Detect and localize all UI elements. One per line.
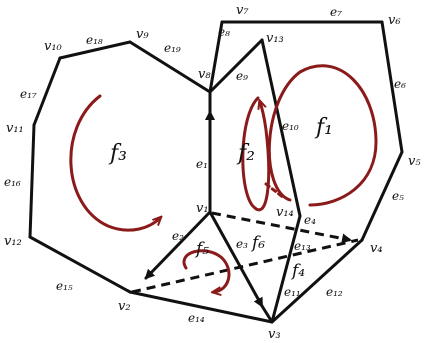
face-label-f3: f₃ [108, 141, 127, 166]
edge-e9 [208, 38, 264, 94]
face-label-f5: f₅ [194, 239, 209, 259]
edge-label-e3: e₃ [236, 237, 248, 251]
edge-e3-stub [260, 304, 274, 324]
edge-e3-arrow [208, 210, 264, 308]
face-label-f2: f₂ [236, 141, 255, 166]
edge-e2-arrow [144, 210, 212, 280]
vertex-label-v8: v₈ [198, 67, 211, 82]
vertex-label-v6: v₆ [388, 13, 401, 28]
edge-label-e12: e₁₂ [326, 285, 343, 299]
edge-label-e4: e₄ [304, 213, 316, 227]
edge-e12 [270, 238, 364, 324]
edge-e5 [360, 150, 404, 242]
edge-e10 [260, 38, 302, 218]
vertex-label-v14: v₁₄ [276, 205, 294, 220]
edge-label-e2: e₂ [172, 229, 184, 243]
vertex-label-v3: v₃ [268, 327, 281, 342]
vertex-label-v12: v₁₂ [4, 234, 22, 249]
edge-e8 [208, 20, 224, 94]
edge-label-e14: e₁₄ [188, 311, 205, 325]
edge-e15 [28, 235, 132, 294]
edge-label-e11: e₁₁ [284, 285, 301, 299]
vertex-label-v10: v₁₀ [44, 39, 63, 54]
face-f3-orientation-arrow [69, 94, 160, 232]
edge-label-e6: e₆ [394, 77, 406, 91]
edge-e18 [58, 40, 132, 60]
edge-label-e13: e₁₃ [294, 239, 311, 253]
edge-e14 [128, 290, 274, 324]
edge-label-e16: e₁₆ [4, 175, 21, 189]
edge-label-e18: e₁₈ [86, 33, 103, 47]
edge-label-e8: e₈ [218, 25, 230, 39]
face-f2-dash-trail [264, 182, 286, 200]
vertex-label-v7: v₇ [236, 3, 249, 18]
vertex-label-v4: v₄ [370, 241, 383, 256]
edge-e13-dashed [131, 238, 359, 294]
edge-label-e19: e₁₉ [164, 41, 181, 55]
edge-e4-dashed [211, 211, 352, 244]
vertex-label-v11: v₁₁ [6, 121, 24, 136]
edge-label-e10: e₁₀ [282, 119, 299, 133]
edge-label-e9: e₉ [236, 69, 248, 83]
vertex-label-v13: v₁₃ [266, 31, 284, 46]
edge-e19 [128, 40, 212, 94]
edge-e17 [32, 56, 62, 127]
edge-e6 [380, 20, 404, 154]
face-f2-orientation-arrow [241, 96, 271, 212]
face-label-f1: f₁ [314, 115, 333, 140]
edge-label-e17: e₁₇ [20, 87, 37, 101]
face-label-f6: f₆ [250, 233, 265, 253]
face-label-f4: f₄ [290, 261, 305, 281]
vertex-label-v5: v₅ [408, 154, 421, 169]
vertex-label-v2: v₂ [118, 299, 131, 314]
edge-label-e15: e₁₅ [56, 279, 73, 293]
edge-e11 [270, 214, 302, 324]
edge-label-e7: e₇ [330, 5, 342, 19]
face-f1-orientation-arrow [267, 64, 378, 207]
edge-label-e5: e₅ [392, 189, 404, 203]
edge-label-e1: e₁ [196, 157, 208, 171]
edge-e16 [28, 123, 36, 239]
vertex-label-v1: v₁ [196, 201, 209, 216]
face-f5-orientation-arrow [182, 249, 231, 292]
vertex-label-v9: v₉ [136, 27, 149, 42]
